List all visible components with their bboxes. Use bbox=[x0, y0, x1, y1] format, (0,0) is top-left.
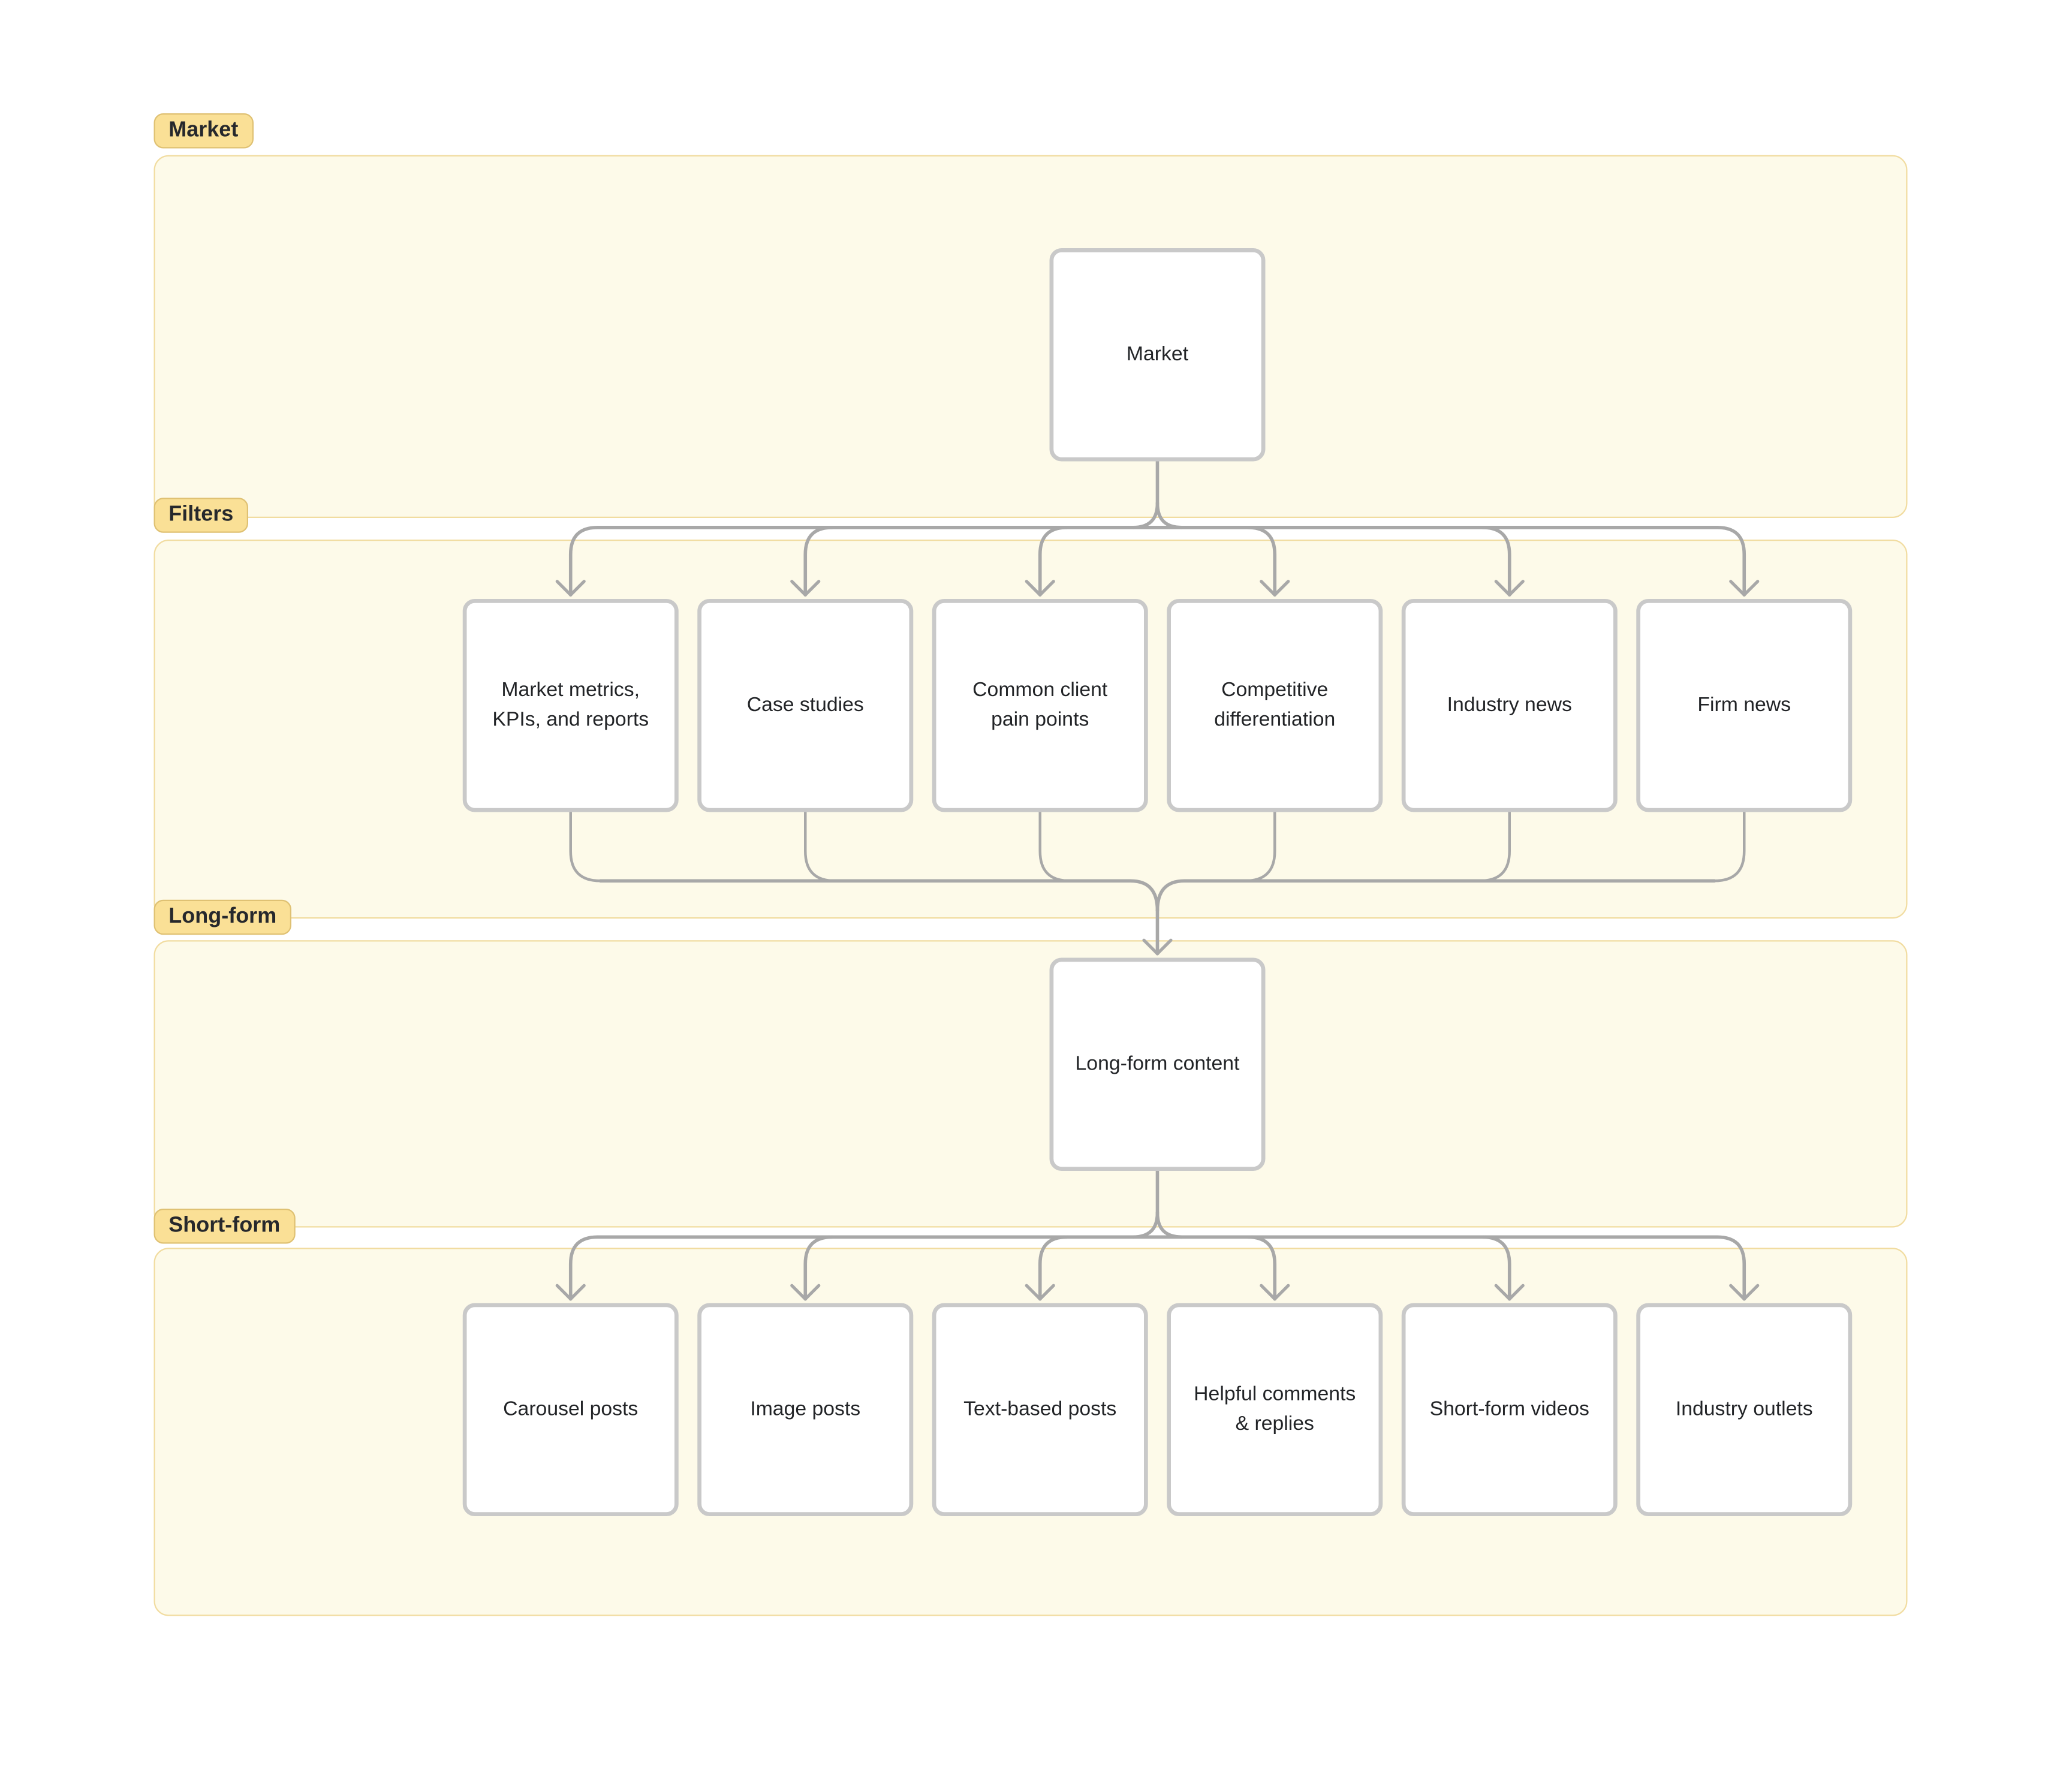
section-label-market[interactable]: Market bbox=[153, 113, 254, 149]
node-image-posts[interactable]: Image posts bbox=[697, 1303, 914, 1516]
section-long-form bbox=[153, 940, 1908, 1228]
edge-group-long-form-to-short-form bbox=[555, 1169, 1760, 1301]
node-long-form-content[interactable]: Long-form content bbox=[1049, 957, 1266, 1171]
node-industry-outlets[interactable]: Industry outlets bbox=[1636, 1303, 1853, 1516]
node-competitive-differentiation[interactable]: Competitive differentiation bbox=[1167, 599, 1383, 812]
section-label-long-form[interactable]: Long-form bbox=[153, 899, 291, 935]
node-carousel-posts[interactable]: Carousel posts bbox=[462, 1303, 679, 1516]
node-common-client-pain-points[interactable]: Common client pain points bbox=[932, 599, 1148, 812]
node-case-studies[interactable]: Case studies bbox=[697, 599, 914, 812]
node-short-form-videos[interactable]: Short-form videos bbox=[1401, 1303, 1618, 1516]
section-label-short-form[interactable]: Short-form bbox=[153, 1209, 295, 1244]
edge-group-market-to-filters bbox=[555, 459, 1760, 597]
node-market[interactable]: Market bbox=[1049, 248, 1266, 462]
node-industry-news[interactable]: Industry news bbox=[1401, 599, 1618, 812]
section-market bbox=[153, 155, 1908, 518]
section-label-filters[interactable]: Filters bbox=[153, 498, 249, 533]
edge-group-filters-to-long-form bbox=[569, 811, 1746, 956]
node-text-based-posts[interactable]: Text-based posts bbox=[932, 1303, 1148, 1516]
node-market-metrics-kpis-reports[interactable]: Market metrics, KPIs, and reports bbox=[462, 599, 679, 812]
node-helpful-comments-replies[interactable]: Helpful comments & replies bbox=[1167, 1303, 1383, 1516]
node-firm-news[interactable]: Firm news bbox=[1636, 599, 1853, 812]
